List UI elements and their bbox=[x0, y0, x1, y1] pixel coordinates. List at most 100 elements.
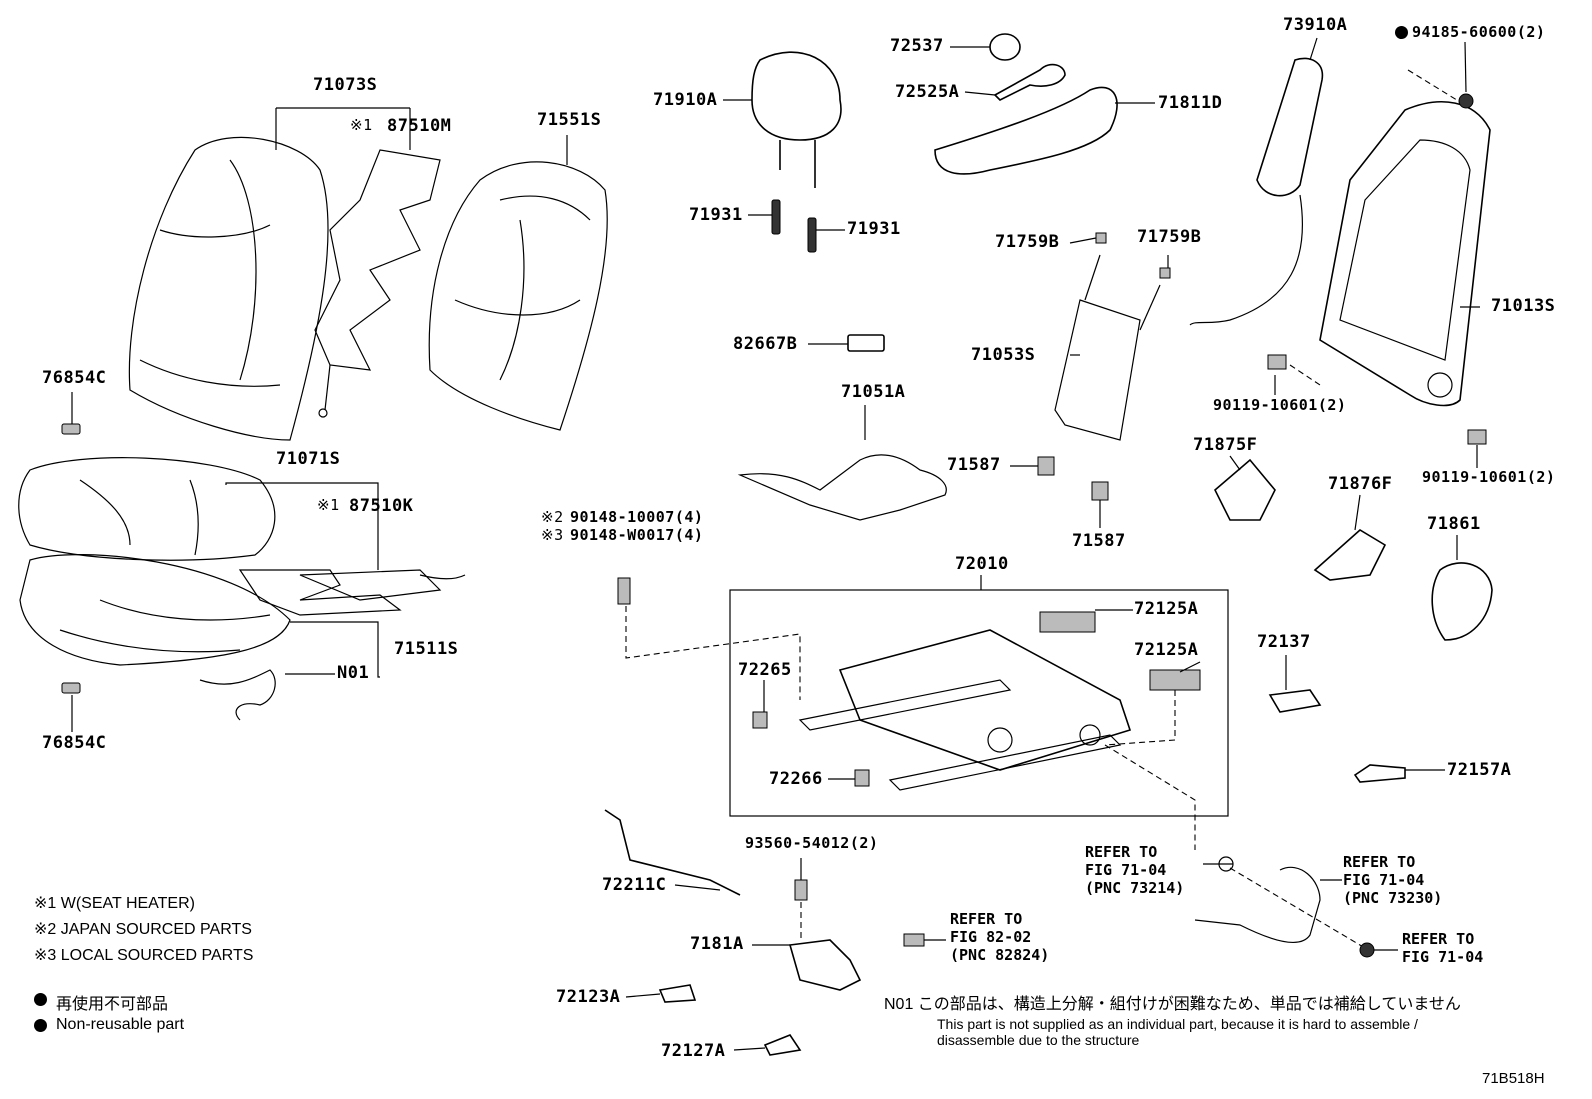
label-71551s: 71551S bbox=[537, 110, 602, 130]
refer-pnc-73214: REFER TO FIG 71-04 (PNC 73214) bbox=[1085, 843, 1184, 897]
refer-73230-line2: FIG 71-04 bbox=[1343, 871, 1425, 889]
leader-94185 bbox=[1407, 69, 1466, 106]
refer-7104-line1: REFER TO bbox=[1402, 930, 1475, 948]
label-94185: 94185-60600(2) bbox=[1412, 23, 1546, 41]
clip-76854c-bot-drawing bbox=[61, 682, 81, 694]
cover-82667b-drawing bbox=[847, 334, 885, 352]
label-n01: N01 bbox=[337, 663, 370, 683]
label-72123a: 72123A bbox=[556, 987, 621, 1007]
legend-dot-jp bbox=[34, 993, 47, 1006]
rod-72211c-drawing bbox=[604, 809, 741, 896]
cover-72137-drawing bbox=[1268, 689, 1322, 713]
label-71861: 71861 bbox=[1427, 514, 1481, 534]
refer-pnc-82824: REFER TO FIG 82-02 (PNC 82824) bbox=[950, 910, 1049, 964]
airbag-73910a-drawing bbox=[1256, 57, 1324, 197]
legend-local-sourced: ※3 LOCAL SOURCED PARTS bbox=[34, 947, 254, 964]
clip-71587-b-drawing bbox=[1091, 481, 1109, 501]
bolt-90148-drawing bbox=[617, 577, 631, 605]
footnote-en-line2: disassemble due to the structure bbox=[937, 1032, 1140, 1048]
label-72266: 72266 bbox=[769, 769, 823, 789]
refer-fig-7104: REFER TO FIG 71-04 bbox=[1402, 930, 1483, 966]
footnote-en-line1: This part is not supplied as an individu… bbox=[937, 1016, 1418, 1032]
figure-id: 71B518H bbox=[1482, 1070, 1545, 1087]
refer-73230-line1: REFER TO bbox=[1343, 853, 1416, 871]
leader-to-refer-73214 bbox=[1104, 744, 1196, 850]
bolt-90119-a-drawing bbox=[1267, 354, 1287, 370]
refer-73214-line3: (PNC 73214) bbox=[1085, 879, 1185, 897]
label-71587-b: 71587 bbox=[1072, 531, 1126, 551]
harness-73230-drawing bbox=[1194, 866, 1321, 943]
nut-refer-7104-drawing bbox=[1359, 942, 1375, 958]
lever-drawing bbox=[993, 63, 1066, 101]
wire-71051a-drawing bbox=[737, 454, 947, 521]
legend-seat-heater: ※1 W(SEAT HEATER) bbox=[34, 895, 195, 912]
cover-72265-drawing bbox=[752, 711, 768, 729]
label-71931-b: 71931 bbox=[847, 219, 901, 239]
mark-90148-local: ※3 bbox=[541, 526, 564, 544]
refer-73230-line3: (PNC 73230) bbox=[1343, 889, 1443, 907]
leader-to-refer-7104 bbox=[1229, 867, 1366, 949]
refer-pnc-73230: REFER TO FIG 71-04 (PNC 73230) bbox=[1343, 853, 1442, 907]
cover-72125a-b-drawing bbox=[1149, 669, 1201, 691]
cover-72125a-a-drawing bbox=[1039, 611, 1096, 633]
label-72010: 72010 bbox=[955, 554, 1009, 574]
leader-90148 bbox=[625, 606, 801, 700]
legend-japan-sourced: ※2 JAPAN SOURCED PARTS bbox=[34, 921, 252, 938]
label-71931-a: 71931 bbox=[689, 205, 743, 225]
label-7181a: 7181A bbox=[690, 934, 744, 954]
lumbar-cable-a bbox=[1084, 254, 1101, 301]
label-71511s: 71511S bbox=[394, 639, 459, 659]
clip-71759b-a-drawing bbox=[1095, 232, 1107, 244]
label-72211c: 72211C bbox=[602, 875, 667, 895]
seatback-pad-drawing bbox=[428, 161, 608, 431]
label-71587-a: 71587 bbox=[947, 455, 1001, 475]
refer-73214-line1: REFER TO bbox=[1085, 843, 1158, 861]
refer-7104-line2: FIG 71-04 bbox=[1402, 948, 1484, 966]
label-93560: 93560-54012(2) bbox=[745, 834, 879, 852]
heater-cushion-drawing bbox=[238, 569, 466, 616]
label-72137: 72137 bbox=[1257, 632, 1311, 652]
leader-90119-a bbox=[1289, 364, 1321, 386]
track-assembly-box bbox=[729, 589, 1229, 817]
clip-76854c-top-drawing bbox=[61, 423, 81, 435]
headrest-drawing bbox=[751, 51, 842, 188]
nut-94185-drawing bbox=[1458, 93, 1474, 109]
label-71759b-a: 71759B bbox=[995, 232, 1060, 252]
cover-72123a-drawing bbox=[658, 984, 697, 1003]
frame-71013s-drawing bbox=[1319, 101, 1491, 407]
label-76854c-bottom: 76854C bbox=[42, 733, 107, 753]
knob-drawing bbox=[989, 33, 1021, 61]
clip-71587-a-drawing bbox=[1037, 456, 1055, 476]
label-71875f: 71875F bbox=[1193, 435, 1258, 455]
cover-72157a-drawing bbox=[1353, 764, 1406, 783]
connector-82824-drawing bbox=[903, 933, 925, 947]
footnote-jp: N01 この部品は、構造上分解・組付けが困難なため、単品では補給していません bbox=[884, 996, 1461, 1013]
cushion-cover-drawing bbox=[18, 457, 276, 561]
clip-71759b-b-drawing bbox=[1159, 267, 1171, 279]
label-72525a: 72525A bbox=[895, 82, 960, 102]
label-72125a-b: 72125A bbox=[1134, 640, 1199, 660]
guide-71931-b-drawing bbox=[807, 217, 817, 253]
label-71013s: 71013S bbox=[1491, 296, 1556, 316]
label-71051a: 71051A bbox=[841, 382, 906, 402]
mark-87510m: ※1 bbox=[350, 116, 373, 134]
non-reusable-dot-94185 bbox=[1395, 26, 1408, 39]
mark-90148-jp: ※2 bbox=[541, 508, 564, 526]
label-72125a-a: 72125A bbox=[1134, 599, 1199, 619]
label-90148-jp: 90148-10007(4) bbox=[570, 508, 704, 526]
label-72127a: 72127A bbox=[661, 1041, 726, 1061]
bolt-90119-b-drawing bbox=[1467, 429, 1487, 445]
mark-87510k: ※1 bbox=[317, 496, 340, 514]
refer-82824-line2: FIG 82-02 bbox=[950, 928, 1032, 946]
legend-dot-en bbox=[34, 1019, 47, 1032]
lumbar-71053s-drawing bbox=[1054, 299, 1141, 441]
seatback-cover-drawing bbox=[128, 136, 329, 441]
guide-71931-a-drawing bbox=[771, 199, 781, 235]
label-90119-b: 90119-10601(2) bbox=[1422, 468, 1556, 486]
refer-73214-line2: FIG 71-04 bbox=[1085, 861, 1167, 879]
track-72010-drawing bbox=[798, 629, 1132, 791]
refer-82824-line3: (PNC 82824) bbox=[950, 946, 1050, 964]
cover-72266-drawing bbox=[854, 769, 870, 787]
leader-lines bbox=[71, 37, 1480, 1051]
